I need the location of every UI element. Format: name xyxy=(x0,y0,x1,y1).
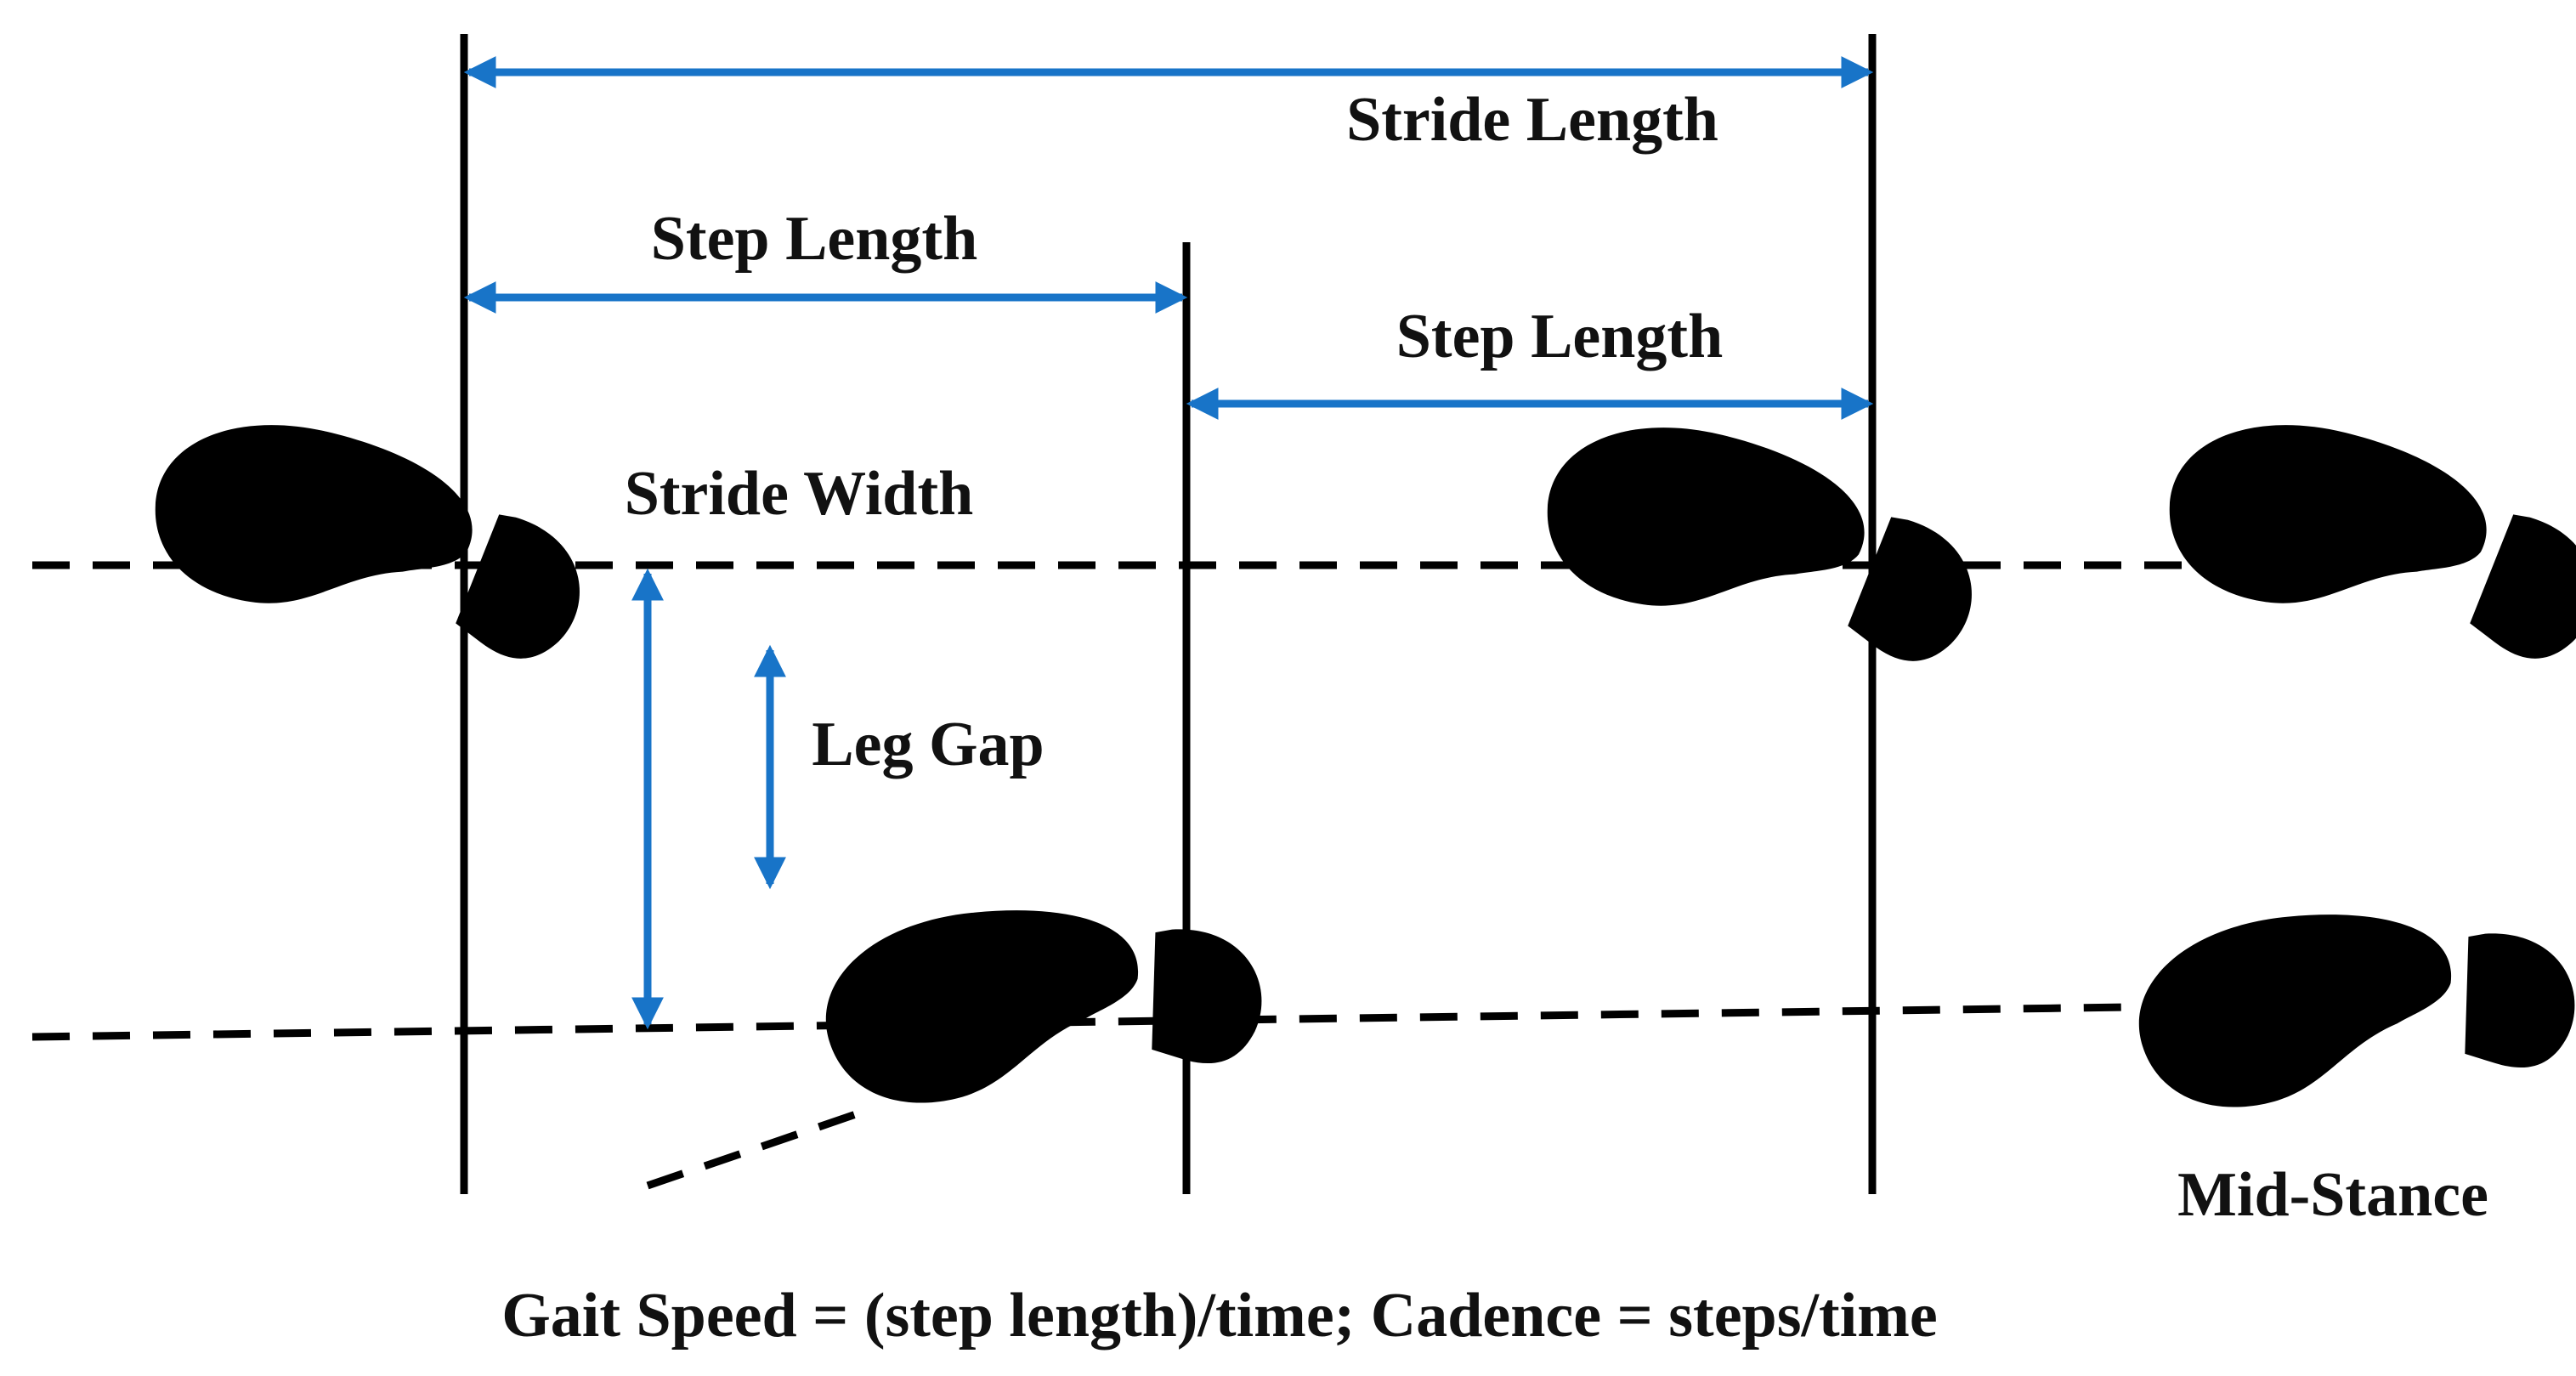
shoe-print-icon xyxy=(811,864,1272,1129)
diagonal-walking-line xyxy=(646,1109,860,1190)
leg-gap-label: Leg Gap xyxy=(812,710,1044,779)
footprints xyxy=(139,404,2576,1133)
shoe-print-icon xyxy=(139,404,601,668)
mid-stance-label: Mid-Stance xyxy=(2177,1160,2488,1230)
shoe-print-icon xyxy=(2154,404,2576,668)
lower-walking-line xyxy=(31,999,2432,1041)
formula-caption: Gait Speed = (step length)/time; Cadence… xyxy=(501,1281,1938,1351)
stride-width-label: Stride Width xyxy=(625,459,974,529)
measurement-arrows xyxy=(463,56,1874,1030)
dashed-walking-lines xyxy=(31,561,2432,1190)
step-length-label-2: Step Length xyxy=(1396,302,1723,371)
labels: Stride Length Step Length Step Length St… xyxy=(501,85,2488,1351)
shoe-print-icon xyxy=(1531,406,1993,671)
shoe-print-icon xyxy=(2124,869,2576,1133)
stride-length-label: Stride Length xyxy=(1346,85,1718,155)
step-length-label-1: Step Length xyxy=(651,204,977,274)
